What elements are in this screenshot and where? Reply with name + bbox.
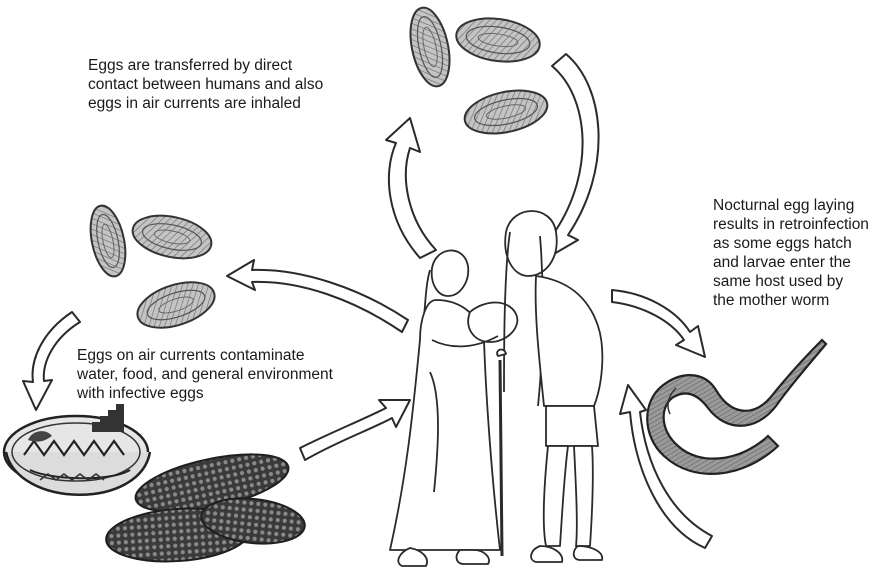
egg [461, 84, 551, 141]
caption-human-transfer: Eggs are transferred by direct contact b… [88, 56, 388, 113]
arrow-host-to-left-eggs [227, 260, 408, 332]
egg-cluster-top [404, 4, 551, 140]
egg [85, 202, 131, 279]
egg [129, 209, 216, 265]
human-figures [390, 211, 602, 566]
egg [132, 274, 220, 337]
egg [404, 4, 456, 90]
man-with-staff [497, 211, 602, 562]
arrow-food-to-host [300, 400, 410, 460]
arrow-left-eggs-to-bowl [23, 312, 80, 410]
pottery-bowl [4, 404, 150, 495]
caption-environment: Eggs on air currents contaminate water, … [77, 346, 377, 403]
arrow-to-top-eggs [386, 118, 436, 258]
caption-retroinfection: Nocturnal egg laying results in retroinf… [713, 196, 883, 310]
egg [453, 13, 542, 66]
pinworm [647, 340, 826, 474]
arrow-host-to-worm [612, 290, 705, 357]
woman-with-infant [390, 250, 517, 566]
egg-cluster-left [85, 202, 220, 336]
